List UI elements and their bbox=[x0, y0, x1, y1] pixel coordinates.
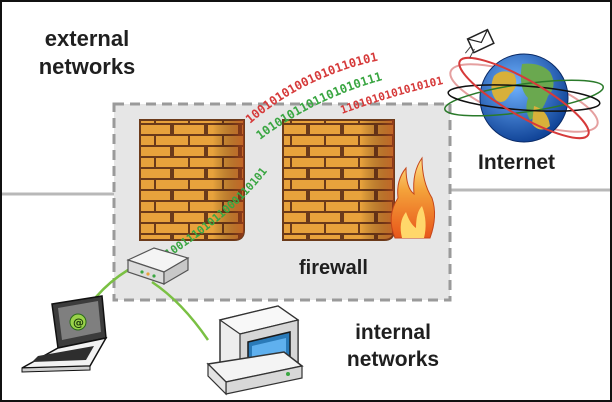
firewall-wall-right bbox=[282, 119, 395, 241]
fire-icon bbox=[390, 156, 436, 239]
internal-label-line2: networks bbox=[346, 348, 440, 371]
cable-desktop bbox=[151, 280, 210, 341]
external-label-line2: networks bbox=[38, 54, 136, 79]
laptop-icon: @ bbox=[21, 295, 108, 373]
desktop-computer-icon bbox=[206, 305, 304, 396]
envelope-icon bbox=[464, 28, 495, 59]
svg-text:@: @ bbox=[73, 316, 84, 329]
external-networks-label: external networks bbox=[32, 28, 142, 84]
external-label-line1: external bbox=[44, 26, 130, 51]
internal-networks-label: internal networks bbox=[338, 322, 448, 376]
firewall-wall-left bbox=[139, 119, 245, 241]
internal-label-line1: internal bbox=[355, 321, 431, 344]
globe-icon bbox=[444, 53, 604, 143]
router-icon bbox=[126, 247, 190, 286]
internet-label: Internet bbox=[478, 151, 556, 174]
firewall-label: firewall bbox=[299, 257, 368, 279]
